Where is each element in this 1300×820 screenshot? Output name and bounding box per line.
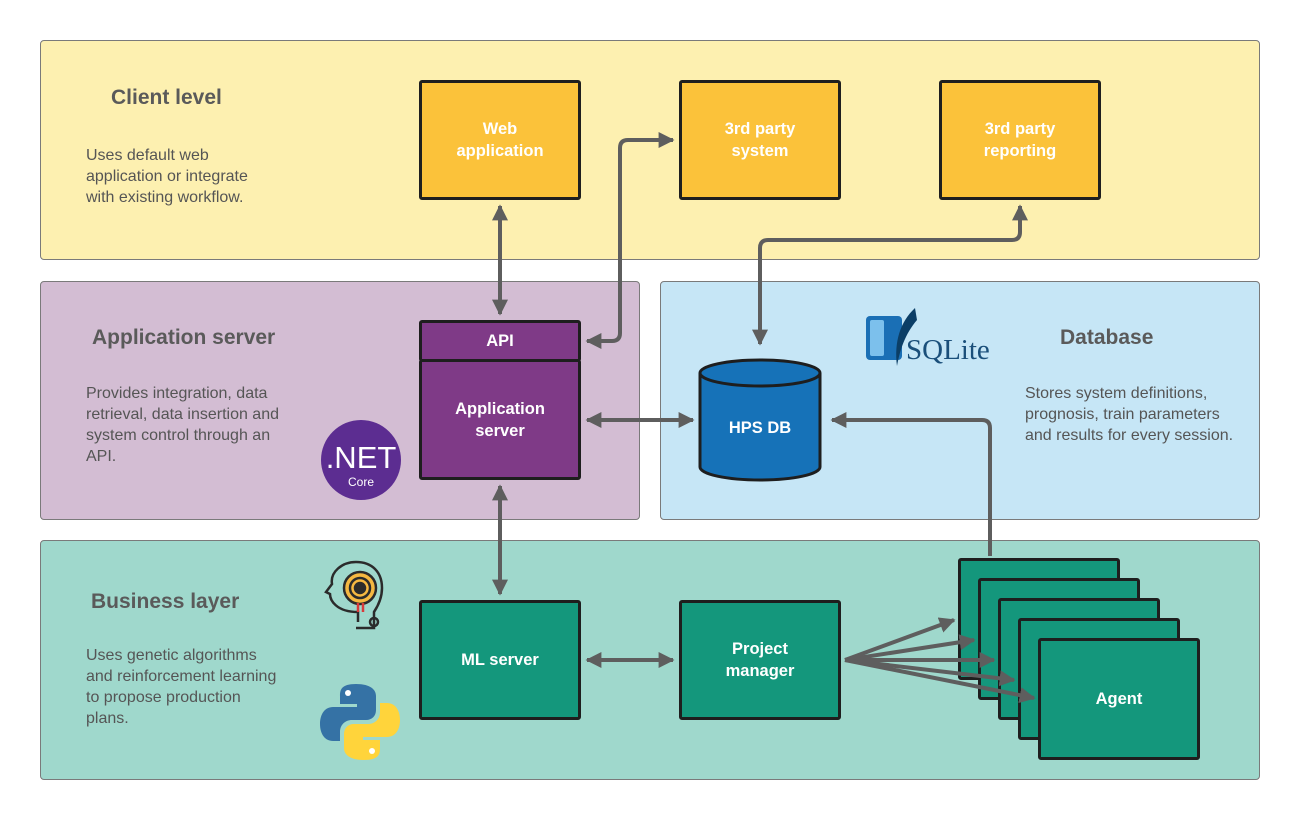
client-level-description: Uses default web application or integrat… [86,147,248,206]
third-party-system-label: 3rd party system [724,120,796,160]
third-party-system-node[interactable]: 3rd party system [679,80,841,200]
application-server-node[interactable]: Application server [419,359,581,480]
ml-server-label: ML server [461,651,539,669]
database-description: Stores system definitions, prognosis, tr… [1025,385,1234,444]
connector-db-third-party-reporting [752,204,1028,346]
connector-pm-agent-2 [844,634,976,662]
connector-pm-agent-4 [844,658,1016,687]
web-application-label: Web application [456,120,544,160]
agent-label: Agent [1095,690,1143,708]
connector-api-third-party-system [585,132,675,349]
business-layer-description: Uses genetic algorithms and reinforcemen… [86,647,277,727]
agent-node[interactable]: Agent [1038,638,1200,760]
api-node[interactable]: API [419,320,581,362]
project-manager-node[interactable]: Project manager [679,600,841,720]
web-application-node[interactable]: Web application [419,80,581,200]
database-title: Database [1060,326,1154,349]
ml-server-node[interactable]: ML server [419,600,581,720]
application-server-label: Application server [455,399,545,440]
connectors [492,132,1036,704]
third-party-reporting-label: 3rd party reporting [983,120,1057,160]
sqlite-logo-text: SQLite [906,334,990,366]
connector-pm-agent-5 [844,658,1036,704]
sqlite-logo: SQLite [866,308,990,366]
client-level-title: Client level [111,86,222,109]
application-server-description: Provides integration, data retrieval, da… [86,385,279,465]
project-manager-label: Project manager [725,640,795,680]
application-server-title: Application server [92,326,276,349]
third-party-reporting-node[interactable]: 3rd party reporting [939,80,1101,200]
ai-head-icon [324,560,384,630]
connector-pm-agent-1 [844,617,956,662]
business-layer-title: Business layer [91,590,240,613]
net-core-logo-sub: Core [348,475,374,489]
hps-db-node[interactable]: HPS DB [698,358,822,482]
hps-db-label: HPS DB [729,419,791,437]
connector-agent-db [830,412,992,556]
net-core-logo-main: .NET [326,440,397,475]
net-core-logo: .NET Core [321,420,401,500]
api-label: API [486,332,514,350]
python-logo [320,684,400,760]
